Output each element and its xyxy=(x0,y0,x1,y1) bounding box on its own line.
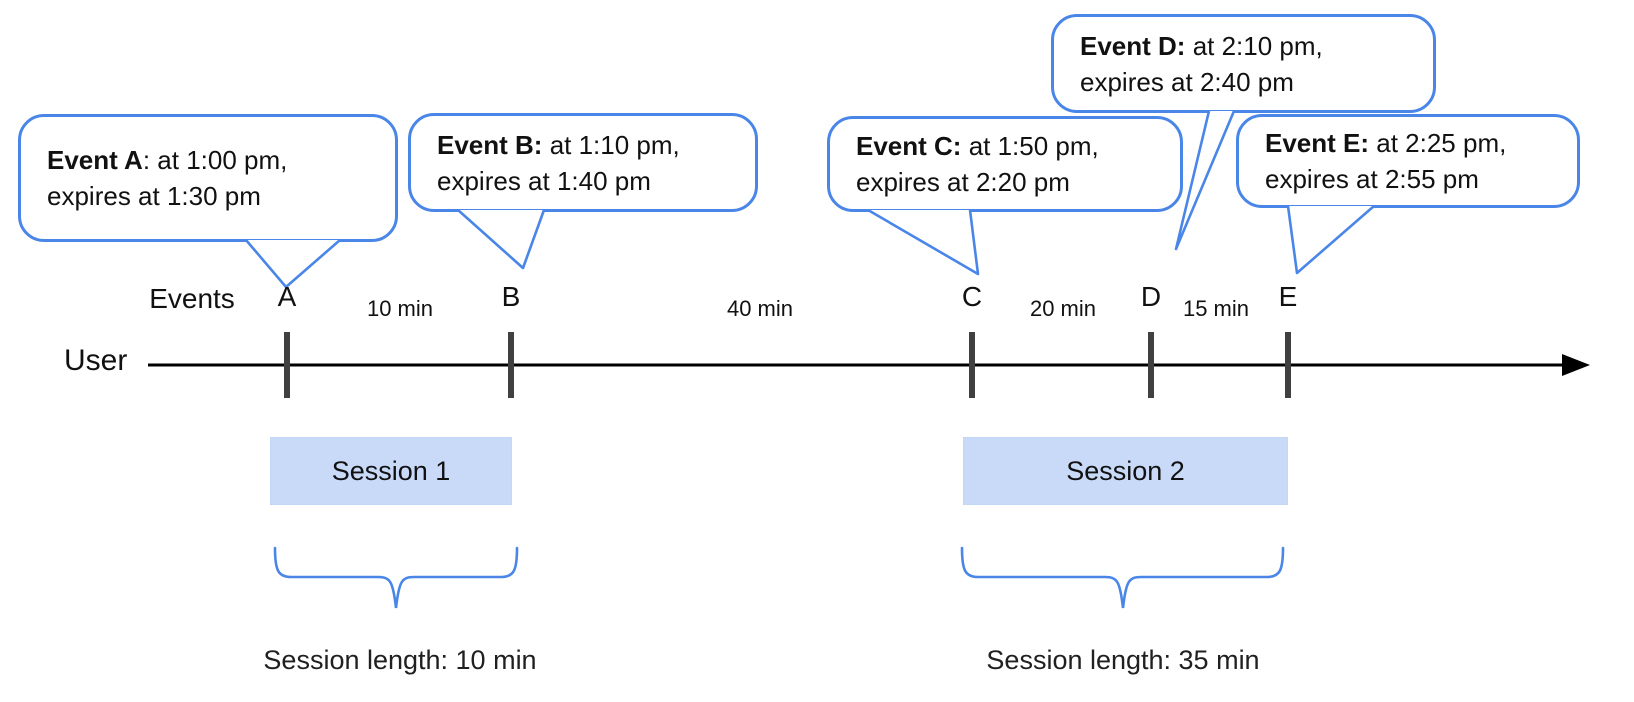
event-e-expiry: expires at 2:55 pm xyxy=(1265,164,1479,194)
session1-brace xyxy=(273,546,519,609)
event-c-bubble: Event C: at 1:50 pm, expires at 2:20 pm xyxy=(827,116,1183,212)
event-a-line1: Event A: at 1:00 pm, xyxy=(47,142,395,178)
tick-e xyxy=(1285,332,1291,398)
session2-label: Session 2 xyxy=(1066,455,1185,486)
event-c-time: at 1:50 pm, xyxy=(961,131,1099,161)
event-b-line1: Event B: at 1:10 pm, xyxy=(437,127,755,163)
event-a-expiry: expires at 1:30 pm xyxy=(47,181,261,211)
event-e-tail xyxy=(1286,205,1375,275)
tick-d xyxy=(1148,332,1154,398)
event-a-title: Event A xyxy=(47,145,143,175)
event-a-tail xyxy=(245,239,341,289)
session2-length-text: Session length: 35 min xyxy=(986,645,1260,675)
event-a-time: : at 1:00 pm, xyxy=(142,145,288,175)
session1-box: Session 1 xyxy=(270,437,512,505)
event-e-bubble: Event E: at 2:25 pm, expires at 2:55 pm xyxy=(1236,114,1580,208)
event-a-bubble: Event A: at 1:00 pm, expires at 1:30 pm xyxy=(18,114,398,242)
interval-c-d: 20 min xyxy=(1029,296,1097,321)
timeline-arrowhead-icon xyxy=(1562,354,1590,376)
user-axis-label: User xyxy=(64,344,128,377)
event-letter-d: D xyxy=(1140,281,1162,312)
event-e-title: Event E: xyxy=(1265,128,1370,158)
session2-brace xyxy=(960,546,1285,609)
event-d-time: at 2:10 pm, xyxy=(1185,30,1323,61)
event-c-title: Event C: xyxy=(856,131,962,161)
event-d-expiry: expires at 2:40 pm xyxy=(1080,66,1294,97)
event-letter-a: A xyxy=(277,281,297,312)
event-e-line1: Event E: at 2:25 pm, xyxy=(1265,125,1577,161)
event-d-line1: Event D: at 2:10 pm, xyxy=(1080,28,1433,64)
event-c-expiry: expires at 2:20 pm xyxy=(856,167,1070,197)
event-b-time: at 1:10 pm, xyxy=(542,129,680,160)
event-letter-b: B xyxy=(501,281,521,312)
event-b-expiry: expires at 1:40 pm xyxy=(437,165,651,196)
session2-box: Session 2 xyxy=(963,437,1288,505)
event-e-time: at 2:25 pm, xyxy=(1369,128,1507,158)
tick-b xyxy=(508,332,514,398)
session1-length-text: Session length: 10 min xyxy=(263,645,537,675)
event-c-tail xyxy=(867,208,980,276)
interval-b-c: 40 min xyxy=(726,296,794,321)
event-d-title: Event D: xyxy=(1080,30,1186,61)
event-b-title: Event B: xyxy=(437,129,543,160)
event-letter-e: E xyxy=(1278,281,1298,312)
event-b-tail xyxy=(457,209,546,270)
events-axis-label: Events xyxy=(149,283,235,314)
event-d-bubble: Event D: at 2:10 pm, expires at 2:40 pm xyxy=(1051,14,1436,113)
event-letter-c: C xyxy=(961,281,983,312)
event-c-line1: Event C: at 1:50 pm, xyxy=(856,128,1180,164)
interval-d-e: 15 min xyxy=(1182,296,1250,321)
event-d-tail xyxy=(1174,110,1236,251)
session1-label: Session 1 xyxy=(331,455,451,486)
interval-a-b: 10 min xyxy=(366,296,434,321)
tick-c xyxy=(969,332,975,398)
event-b-bubble: Event B: at 1:10 pm, expires at 1:40 pm xyxy=(408,113,758,212)
tick-a xyxy=(284,332,290,398)
